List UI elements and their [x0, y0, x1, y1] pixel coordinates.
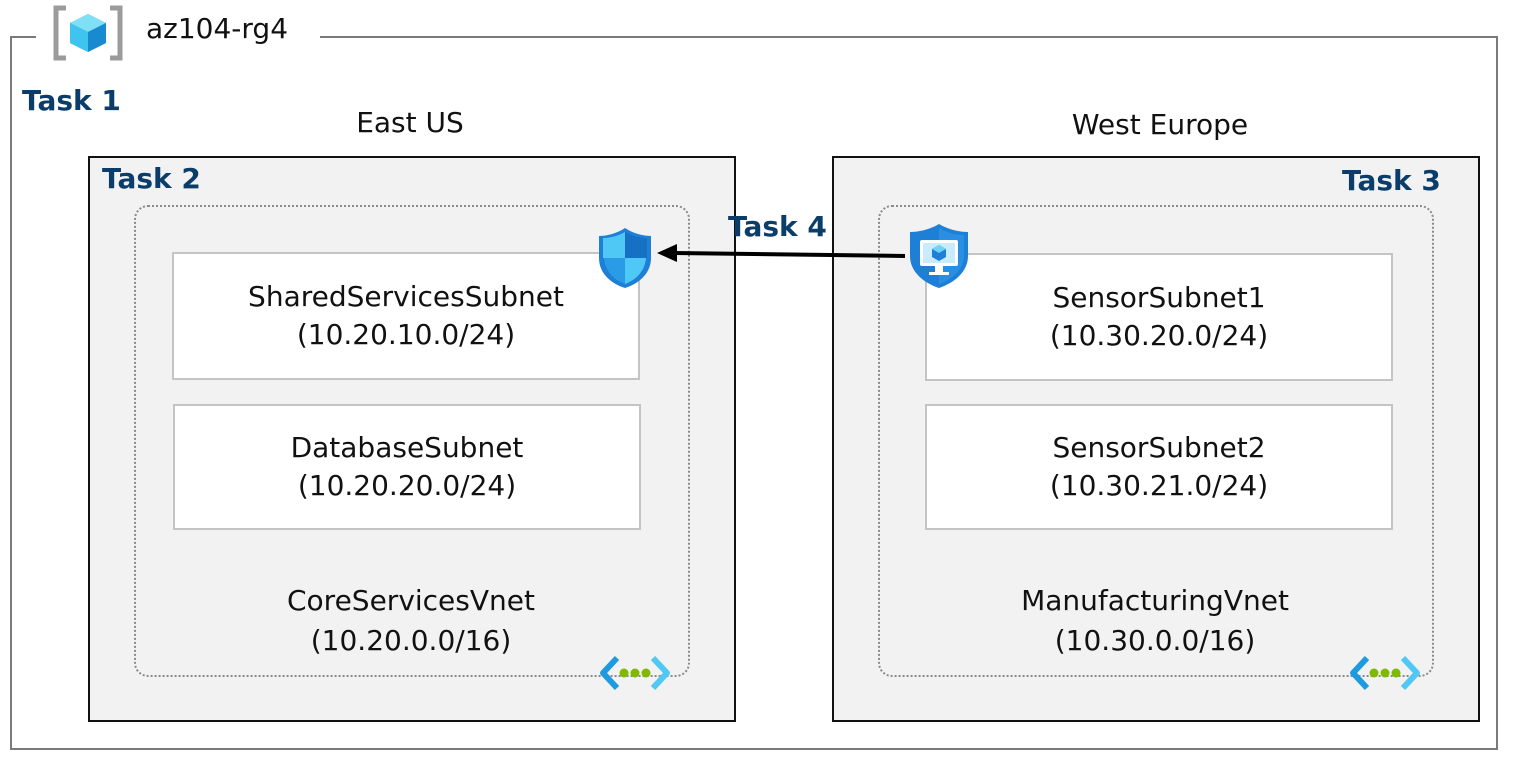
subnet-shared-services: SharedServicesSubnet (10.20.10.0/24): [172, 252, 640, 380]
subnet-name: DatabaseSubnet: [290, 431, 524, 464]
connection-arrow: [657, 244, 906, 262]
region-label-east: East US: [356, 106, 464, 139]
vnet-box-west: [878, 205, 1434, 677]
vnet-label-east: CoreServicesVnet (10.20.0.0/16): [211, 581, 611, 661]
subnet-cidr: (10.20.10.0/24): [296, 318, 516, 351]
subnet-cidr: (10.30.21.0/24): [1049, 469, 1269, 502]
vnet-box-east: [134, 205, 690, 677]
virtual-machine-icon: [910, 224, 968, 288]
region-label-west: West Europe: [1071, 108, 1249, 141]
subnet-sensor1: SensorSubnet1 (10.30.20.0/24): [925, 253, 1393, 381]
task2-label: Task 2: [102, 162, 201, 195]
vnet-icon: [1350, 655, 1420, 691]
task3-label: Task 3: [1342, 164, 1441, 197]
shield-icon: [599, 228, 651, 288]
task4-label: Task 4: [728, 210, 827, 243]
vnet-name: CoreServicesVnet: [287, 584, 535, 617]
vnet-cidr: (10.20.0.0/16): [310, 624, 512, 657]
resource-group-frame: [10, 36, 1498, 750]
task1-label: Task 1: [22, 84, 121, 117]
vnet-icon: [600, 655, 670, 691]
subnet-cidr: (10.30.20.0/24): [1049, 319, 1269, 352]
resource-group-icon: [53, 5, 123, 61]
vnet-name: ManufacturingVnet: [1021, 584, 1289, 617]
subnet-name: SensorSubnet2: [1052, 431, 1266, 464]
resource-group-name: az104-rg4: [146, 12, 289, 45]
subnet-sensor2: SensorSubnet2 (10.30.21.0/24): [925, 404, 1393, 530]
subnet-database: DatabaseSubnet (10.20.20.0/24): [173, 404, 641, 530]
subnet-name: SharedServicesSubnet: [248, 280, 564, 313]
vnet-cidr: (10.30.0.0/16): [1054, 624, 1256, 657]
vnet-label-west: ManufacturingVnet (10.30.0.0/16): [955, 581, 1355, 661]
subnet-name: SensorSubnet1: [1052, 281, 1266, 314]
subnet-cidr: (10.20.20.0/24): [297, 469, 517, 502]
